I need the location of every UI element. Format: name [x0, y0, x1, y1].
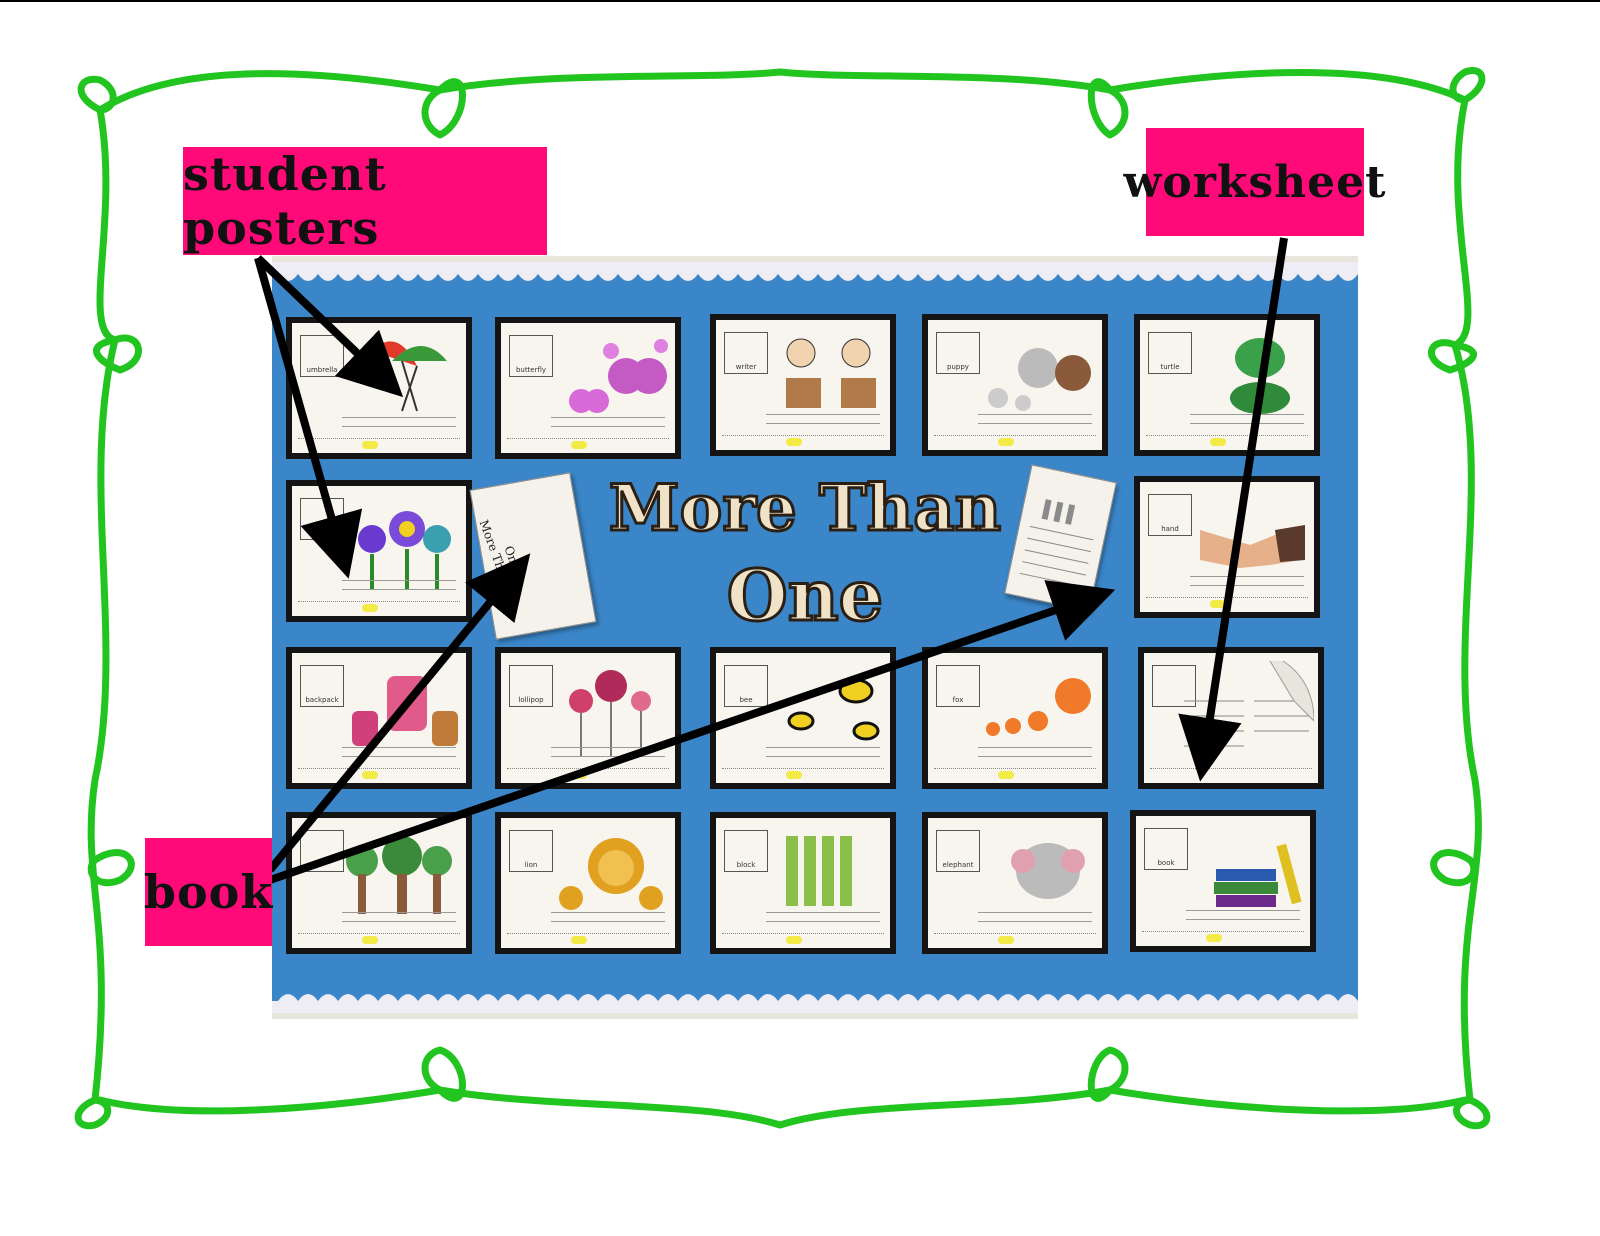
poster-worksheet-sheet — [1138, 647, 1324, 789]
poster-word: writer — [724, 332, 768, 374]
turtles-drawing — [1230, 338, 1290, 414]
poster-flowers — [286, 480, 472, 622]
elephants-drawing — [1011, 843, 1085, 899]
poster-word: puppy — [936, 332, 980, 374]
worksheet-handout — [1004, 464, 1117, 612]
bottom-scalloped-border — [272, 994, 1358, 1013]
poster-word: book — [1144, 828, 1188, 870]
board-title: More Than One — [607, 470, 1002, 639]
worksheet-handout-lines — [1019, 499, 1094, 588]
poster-backpack: backpack — [286, 647, 472, 789]
label-worksheet: worksheet — [1124, 128, 1385, 236]
poster-book: book — [1130, 810, 1316, 952]
lions-drawing — [559, 838, 663, 910]
bees-drawing — [787, 678, 880, 741]
poster-bee: bee — [710, 647, 896, 789]
label-student-posters: student posters — [183, 147, 547, 255]
poster-elephant: elephant — [922, 812, 1108, 954]
poster-puppy: puppy — [922, 314, 1108, 456]
board-title-line1: More Than — [609, 471, 1001, 546]
poster-lion: lion — [495, 812, 681, 954]
poster-lollipop: lollipop — [495, 647, 681, 789]
poster-butterfly: butterfly — [495, 317, 681, 459]
umbrella-drawing — [372, 341, 447, 412]
flowers-drawing — [358, 511, 451, 589]
top-scalloped-border — [272, 262, 1358, 281]
poster-turtle: turtle — [1134, 314, 1320, 456]
handshake-drawing — [1200, 525, 1305, 568]
lollipops-drawing — [569, 670, 651, 756]
backpacks-drawing — [352, 676, 458, 746]
worksheet-lines — [1184, 661, 1314, 747]
foxes-drawing — [986, 678, 1091, 736]
poster-trees — [286, 812, 472, 954]
board-title-line2: One — [727, 554, 883, 637]
trees-drawing — [346, 836, 452, 914]
poster-word: turtle — [1148, 332, 1192, 374]
poster-word: hand — [1148, 494, 1192, 536]
book-handout: More Than One — [469, 472, 597, 640]
writers-drawing — [786, 338, 876, 408]
poster-word: butterfly — [509, 335, 553, 377]
butterfly-drawing — [569, 339, 668, 413]
label-book: book — [144, 838, 272, 946]
top-border-line — [0, 0, 1600, 2]
poster-umbrella: umbrella — [286, 317, 472, 459]
blocks-drawing — [786, 836, 852, 906]
poster-fox: fox — [922, 647, 1108, 789]
puppies-drawing — [988, 348, 1091, 411]
books-drawing — [1214, 843, 1302, 907]
poster-word — [1152, 665, 1196, 707]
poster-block: block — [710, 812, 896, 954]
poster-hand: hand — [1134, 476, 1320, 618]
poster-writer: writer — [710, 314, 896, 456]
